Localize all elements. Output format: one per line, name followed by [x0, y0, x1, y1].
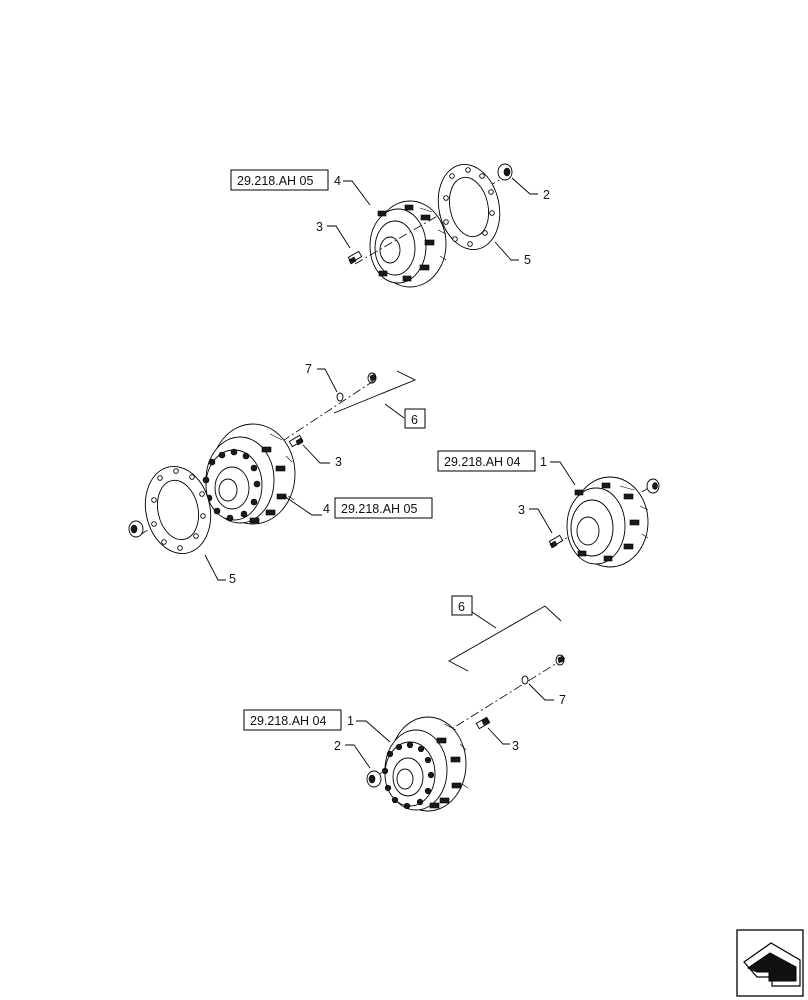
- top-gasket-leader: [494, 241, 519, 261]
- bottom-hub-leader: [356, 720, 391, 743]
- top-assembly: 29.218.AH 05 4 3: [230, 163, 550, 288]
- ml-gasket-callout: 5: [229, 572, 236, 586]
- ml-ref-box[interactable]: [334, 497, 433, 519]
- mr-ref-label[interactable]: 29.218.AH 04: [444, 455, 520, 469]
- mr-nut-part: [646, 478, 660, 494]
- bottom-bolt-leader: [487, 727, 510, 745]
- top-gasket-callout: 5: [524, 253, 531, 267]
- bottom-kit-bracket: [448, 605, 562, 672]
- bottom-kit-callout[interactable]: 6: [458, 600, 465, 614]
- middle-left-assembly: 7 6 3: [128, 362, 433, 586]
- ml-hub-leader: [283, 495, 322, 516]
- top-bolt-callout: 3: [316, 220, 323, 234]
- ml-kit-bracket: [333, 370, 417, 414]
- top-nut-leader: [511, 177, 538, 195]
- bottom-bolt-callout: 3: [512, 739, 519, 753]
- mr-hub-callout: 1: [540, 455, 547, 469]
- bottom-kit-leader: [471, 611, 497, 629]
- bottom-nut-callout: 2: [334, 739, 341, 753]
- ml-ref-label[interactable]: 29.218.AH 05: [341, 502, 417, 516]
- ml-kit-callout[interactable]: 6: [411, 413, 418, 427]
- bottom-hub-part: [381, 716, 469, 812]
- top-nut-part: [497, 163, 513, 181]
- mr-bolt-part: [548, 534, 564, 549]
- ml-gasket-part: [144, 466, 212, 554]
- bottom-nut-leader: [345, 744, 371, 769]
- bottom-seal-part: [521, 654, 565, 685]
- mr-hub-part: [566, 476, 649, 568]
- top-hub-part: [369, 200, 447, 288]
- ml-bolt-leader: [302, 444, 330, 464]
- ml-hub-part: [202, 423, 296, 525]
- ml-seal-part: [336, 372, 377, 402]
- top-bolt-leader: [327, 225, 351, 249]
- ml-seal-callout: 7: [305, 362, 312, 376]
- bottom-hub-callout: 1: [347, 714, 354, 728]
- top-hub-leader: [343, 180, 371, 206]
- top-bolt-part: [347, 250, 363, 265]
- ml-bolt-part: [288, 434, 304, 448]
- top-ref-box[interactable]: [230, 169, 329, 191]
- mr-ref-box[interactable]: [437, 450, 536, 472]
- bottom-kit-box[interactable]: [451, 595, 473, 616]
- middle-right-assembly: 29.218.AH 04 1 3: [437, 450, 660, 568]
- ml-seal-leader: [317, 368, 338, 393]
- top-axis: [354, 174, 509, 265]
- top-nut-callout: 2: [543, 188, 550, 202]
- bottom-bolt-part: [475, 716, 491, 730]
- ml-hub-callout: 4: [323, 502, 330, 516]
- top-ref-label[interactable]: 29.218.AH 05: [237, 174, 313, 188]
- ml-bolt-callout: 3: [335, 455, 342, 469]
- mr-hub-leader: [550, 461, 576, 486]
- mr-bolt-callout: 3: [518, 503, 525, 517]
- mr-bolt-leader: [529, 508, 553, 534]
- bottom-assembly: 6 7 29.218.AH 04 1 3: [243, 595, 566, 812]
- ml-nut-part: [128, 520, 144, 538]
- bottom-seal-callout: 7: [559, 693, 566, 707]
- bottom-seal-leader: [528, 683, 554, 701]
- top-hub-callout: 4: [334, 174, 341, 188]
- ml-gasket-leader: [204, 554, 226, 581]
- ml-kit-box[interactable]: [404, 408, 426, 429]
- ml-kit-leader: [384, 403, 405, 419]
- bottom-ref-label[interactable]: 29.218.AH 04: [250, 714, 326, 728]
- previous-page-arrow-icon[interactable]: [736, 929, 804, 997]
- bottom-nut-part: [366, 770, 382, 788]
- top-gasket-part: [437, 164, 501, 250]
- bottom-ref-box[interactable]: [243, 709, 342, 731]
